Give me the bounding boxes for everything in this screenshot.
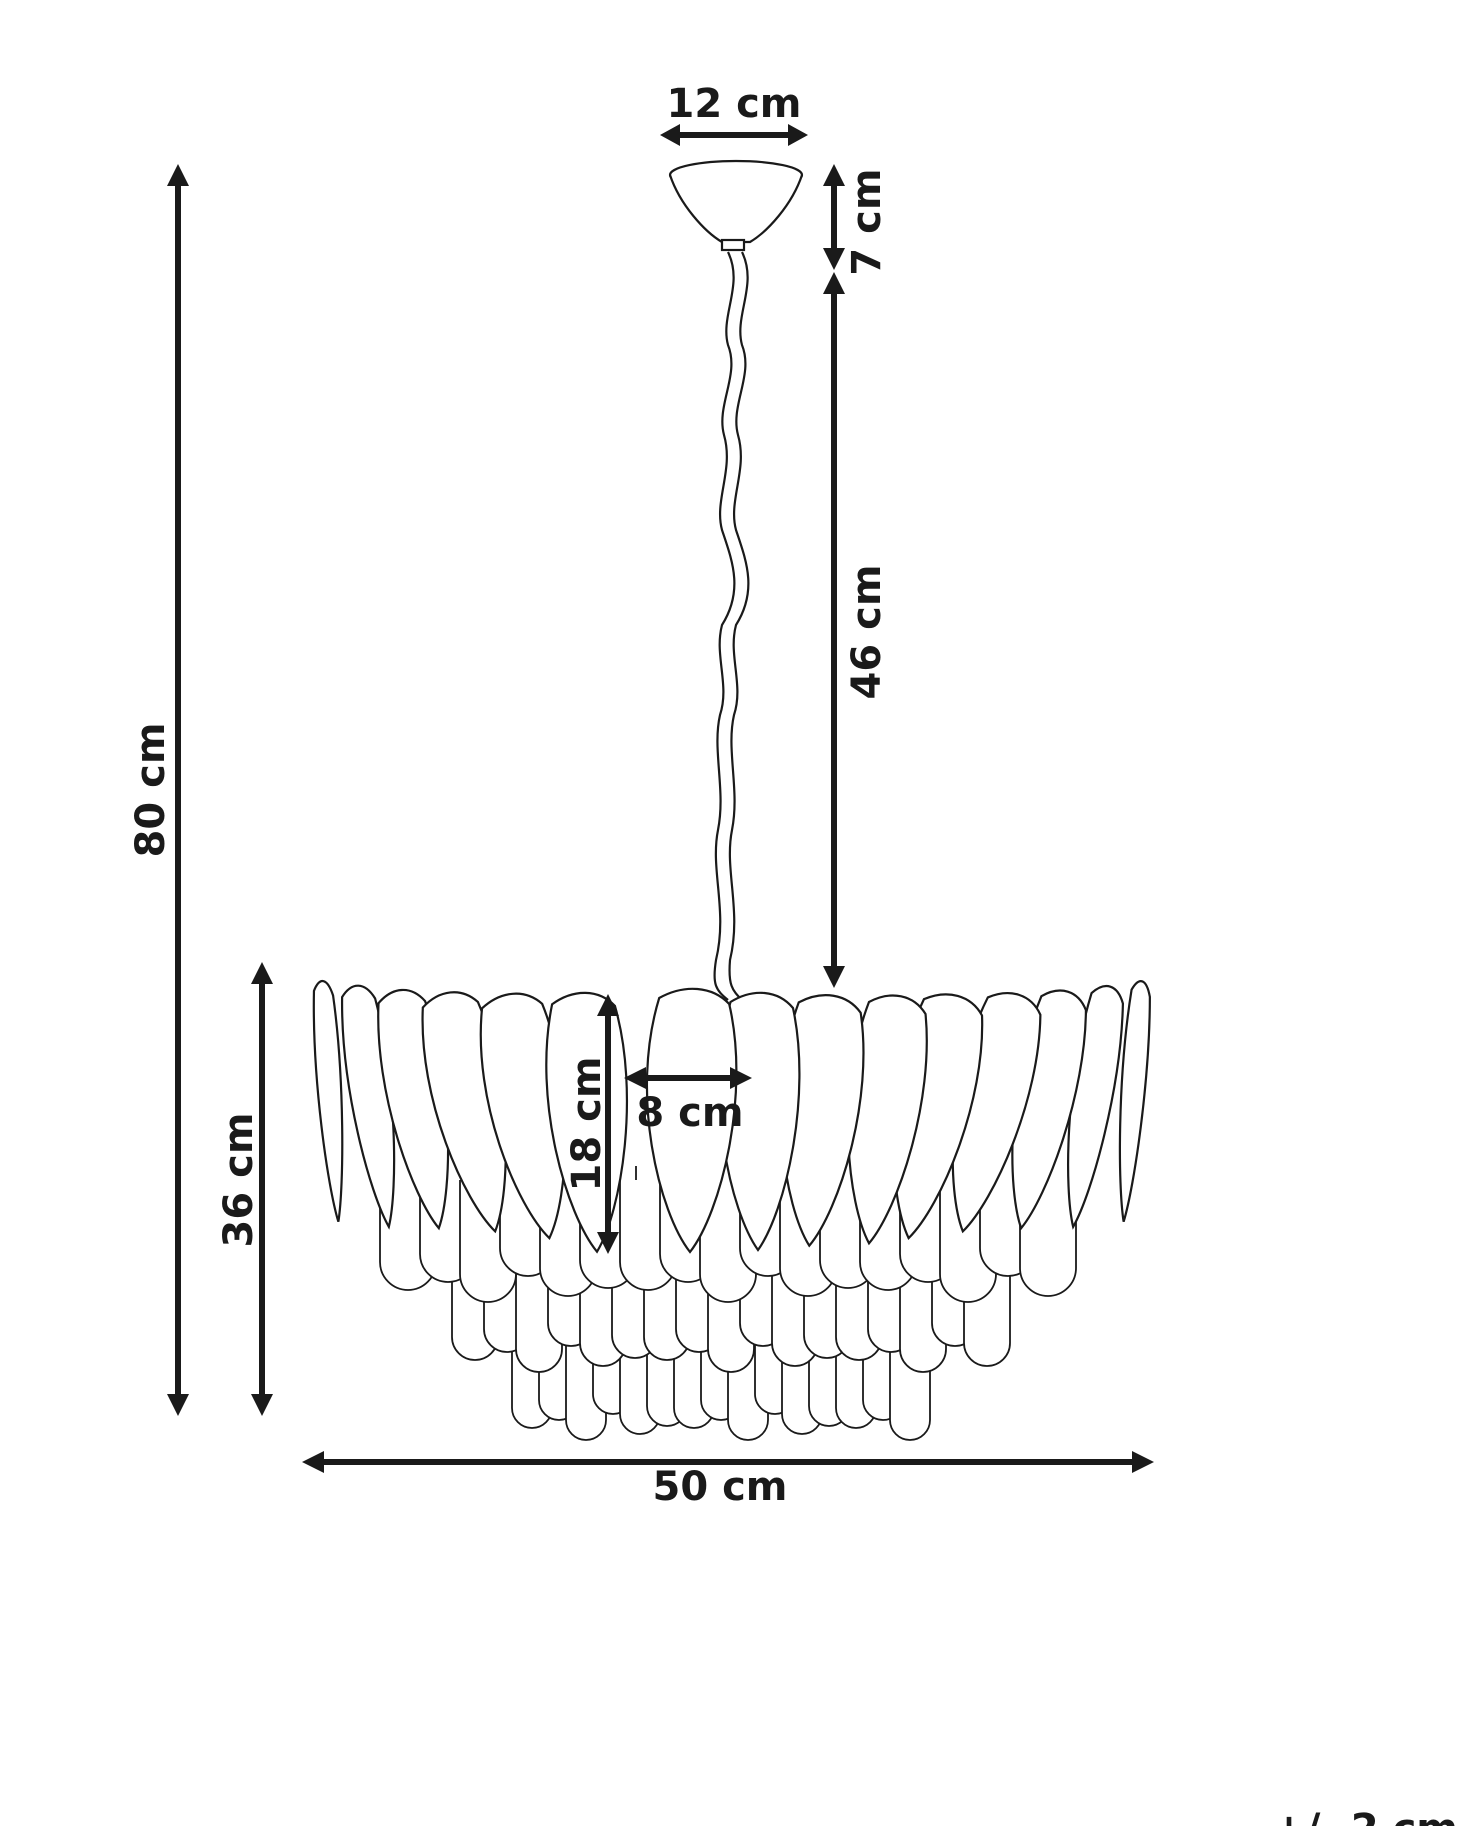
dim-canopy-height: 7 cm xyxy=(823,164,890,276)
top-tier-leaf xyxy=(479,992,567,1240)
shade-bottom-tier xyxy=(511,1326,931,1441)
tolerance-note: +/- 2 cm xyxy=(1272,1806,1458,1826)
ceiling-canopy xyxy=(668,159,804,252)
dim-cable-length: 46 cm xyxy=(823,272,890,988)
top-tier-leaf xyxy=(312,980,344,1223)
dim-shade-height: 36 cm xyxy=(216,962,273,1416)
total-width-label: 50 cm xyxy=(653,1464,788,1510)
dim-leaf-width: 8 cm xyxy=(624,1067,752,1136)
dim-canopy-width: 12 cm xyxy=(660,81,808,146)
top-tier-leaf xyxy=(645,987,738,1254)
dim-total-width: 50 cm xyxy=(302,1451,1154,1510)
canopy-height-label: 7 cm xyxy=(844,168,890,275)
shade-height-label: 36 cm xyxy=(216,1113,262,1248)
canopy-width-label: 12 cm xyxy=(667,81,802,127)
suspension-cable xyxy=(713,251,750,1001)
top-tier-leaf xyxy=(1118,980,1151,1223)
cable-length-label: 46 cm xyxy=(844,565,890,700)
dim-leaf-height: 18 cm xyxy=(564,994,619,1254)
total-height-label: 80 cm xyxy=(128,723,174,858)
leaf-height-label: 18 cm xyxy=(564,1057,610,1192)
leaf-width-label: 8 cm xyxy=(636,1090,743,1136)
dim-total-height: 80 cm xyxy=(128,164,189,1416)
